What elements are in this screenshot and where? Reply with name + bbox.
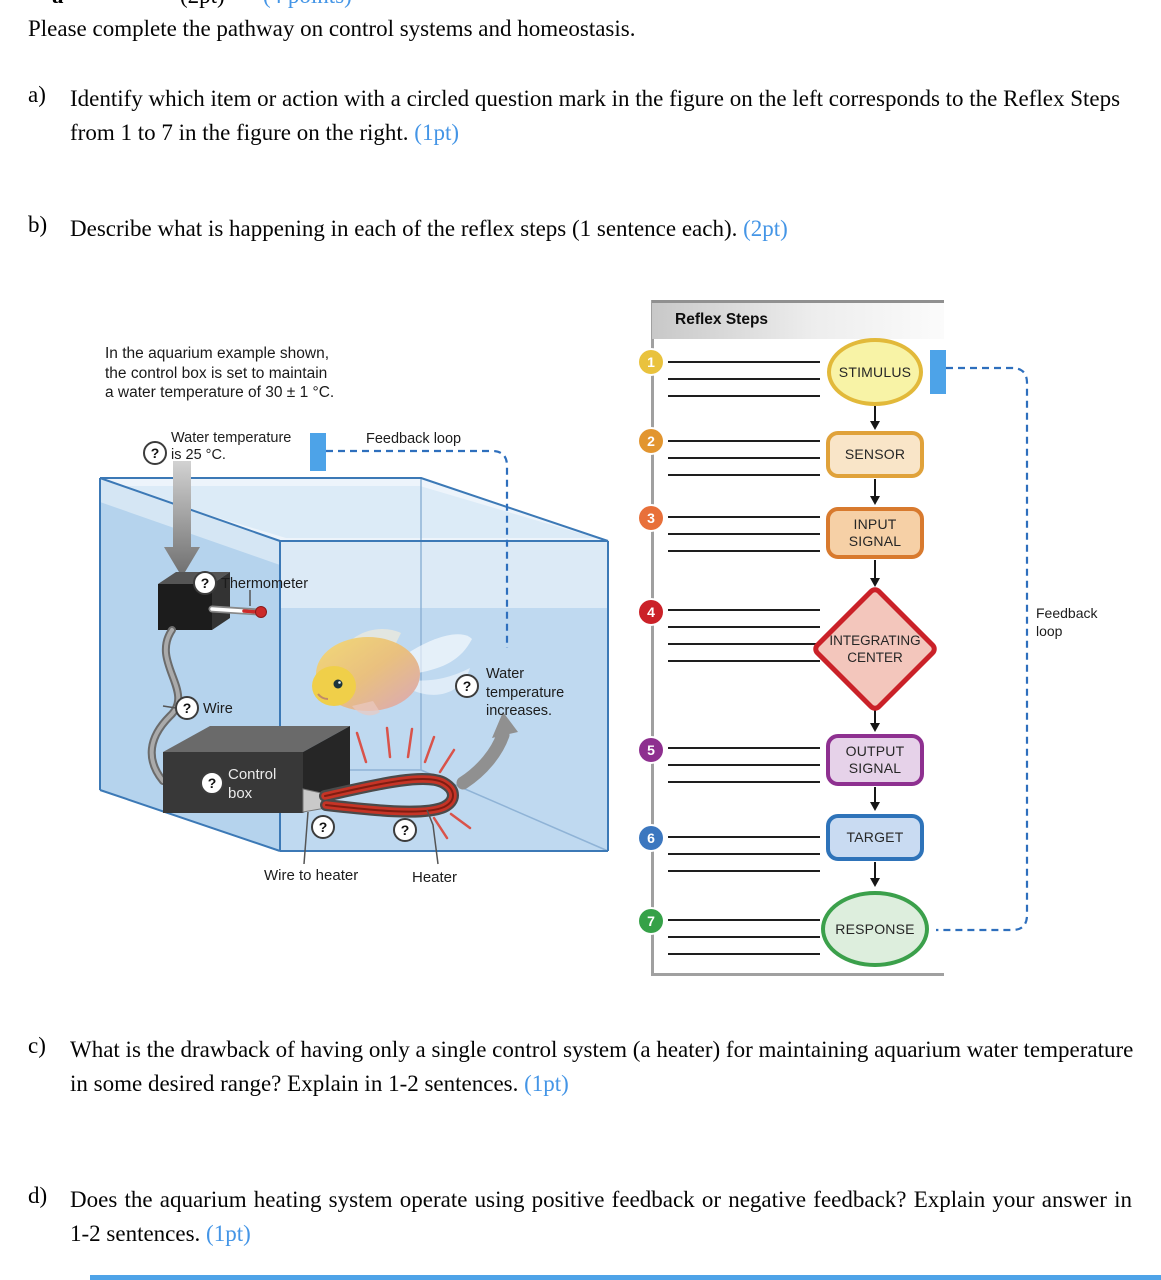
question-c-points: (1pt) — [524, 1071, 569, 1096]
feedback-marker-left — [310, 433, 326, 471]
question-mark-heater: ? — [393, 818, 417, 842]
caption-line: the control box is set to maintain — [105, 364, 328, 382]
step-badge-6: 6 — [639, 826, 663, 850]
down-arrow — [164, 461, 200, 577]
clipped-fragment: a — [52, 0, 64, 9]
feedback-marker-right — [930, 350, 946, 394]
label-line: Water — [486, 666, 525, 682]
step-badge-5: 5 — [639, 738, 663, 762]
flow-arrow — [869, 560, 880, 587]
question-d-text: Does the aquarium heating system operate… — [70, 1183, 1132, 1251]
label-line: box — [228, 785, 253, 802]
sensor-shape: SENSOR — [826, 431, 924, 478]
blank-lines-step-7 — [668, 919, 820, 970]
question-b-points: (2pt) — [743, 216, 788, 241]
step-badge-3: 3 — [639, 506, 663, 530]
fish — [312, 629, 472, 716]
blank-lines-step-2 — [668, 440, 820, 491]
integrating-center-label: INTEGRATING CENTER — [829, 633, 921, 665]
panel-left-border — [651, 300, 654, 976]
question-b-text: Describe what is happening in each of th… — [70, 212, 1140, 246]
blank-lines-step-5 — [668, 747, 820, 798]
blank-lines-step-1 — [668, 361, 820, 412]
question-mark-wire-to-heater: ? — [311, 815, 335, 839]
question-c-label: c) — [28, 1033, 46, 1058]
question-c-body: What is the drawback of having only a si… — [70, 1037, 1134, 1096]
question-b-label: b) — [28, 212, 48, 237]
question-d-label: d) — [28, 1183, 48, 1208]
flow-arrow — [869, 479, 880, 505]
heater — [302, 726, 472, 865]
output-signal-shape: OUTPUT SIGNAL — [826, 734, 924, 786]
bottom-blue-bar — [90, 1275, 1161, 1280]
temp-increase-arrow — [456, 712, 518, 790]
heat-rays — [355, 726, 472, 840]
clipped-fragment: (2pt) — [180, 0, 225, 9]
wire-label: Wire — [203, 701, 233, 717]
wire-to-heater-label: Wire to heater — [264, 867, 359, 884]
question-a-text: Identify which item or action with a cir… — [70, 82, 1140, 150]
label-line: is 25 °C. — [171, 447, 226, 463]
feedback-loop-label-left: Feedback loop — [366, 431, 462, 447]
reflex-steps-header: Reflex Steps — [652, 300, 944, 339]
step-badge-1: 1 — [639, 350, 663, 374]
question-c-text: What is the drawback of having only a si… — [70, 1033, 1145, 1101]
question-b-body: Describe what is happening in each of th… — [70, 216, 738, 241]
control-box-label: Control box — [228, 765, 276, 803]
blank-lines-step-3 — [668, 516, 820, 567]
label-line: increases. — [486, 703, 553, 719]
label-line: temperature — [486, 684, 565, 701]
target-shape: TARGET — [826, 814, 924, 861]
question-mark-control-box: ? — [200, 771, 224, 795]
response-shape: RESPONSE — [821, 891, 929, 967]
flow-arrow — [869, 787, 880, 811]
step-badge-2: 2 — [639, 429, 663, 453]
feedback-dash-right — [936, 366, 1029, 932]
feedback-loop-label-right: Feedback loop — [1036, 605, 1098, 639]
question-a-body: Identify which item or action with a cir… — [70, 86, 1121, 145]
thermometer-label: Thermometer — [221, 576, 309, 592]
flow-arrow — [869, 862, 880, 887]
caption-line: In the aquarium example shown, — [105, 345, 330, 362]
heater-label: Heater — [412, 869, 458, 886]
water-temp-label: Water temperature is 25 °C. — [171, 430, 291, 464]
clipped-top-line: a (2pt) (4 points) — [0, 0, 1161, 9]
wire — [147, 626, 183, 785]
question-mark-thermometer: ? — [193, 571, 217, 595]
question-mark-wire: ? — [175, 696, 199, 720]
step-badge-4: 4 — [639, 600, 663, 624]
stimulus-shape: STIMULUS — [827, 338, 923, 406]
question-mark-water-temp: ? — [143, 441, 167, 465]
input-signal-shape: INPUT SIGNAL — [826, 507, 924, 559]
question-d-body: Does the aquarium heating system operate… — [70, 1187, 1132, 1246]
blank-lines-step-4 — [668, 609, 820, 677]
question-a-label: a) — [28, 82, 46, 107]
aquarium-caption: In the aquarium example shown, the contr… — [105, 344, 334, 403]
flow-arrow — [869, 406, 880, 430]
flow-arrow — [869, 708, 880, 732]
blank-lines-step-6 — [668, 836, 820, 887]
question-a-points: (1pt) — [414, 120, 460, 145]
water-increase-label: Water temperature increases. — [486, 665, 564, 721]
intro-text: Please complete the pathway on control s… — [28, 16, 636, 41]
step-badge-7: 7 — [639, 909, 663, 933]
question-mark-water-increase: ? — [455, 674, 479, 698]
clipped-fragment: (4 points) — [263, 0, 352, 9]
caption-line: a water temperature of 30 ± 1 °C. — [105, 384, 335, 401]
panel-bottom-border — [651, 973, 944, 976]
label-line: Water temperature — [171, 430, 292, 446]
question-d-points: (1pt) — [206, 1221, 251, 1246]
label-line: Control — [228, 766, 277, 783]
